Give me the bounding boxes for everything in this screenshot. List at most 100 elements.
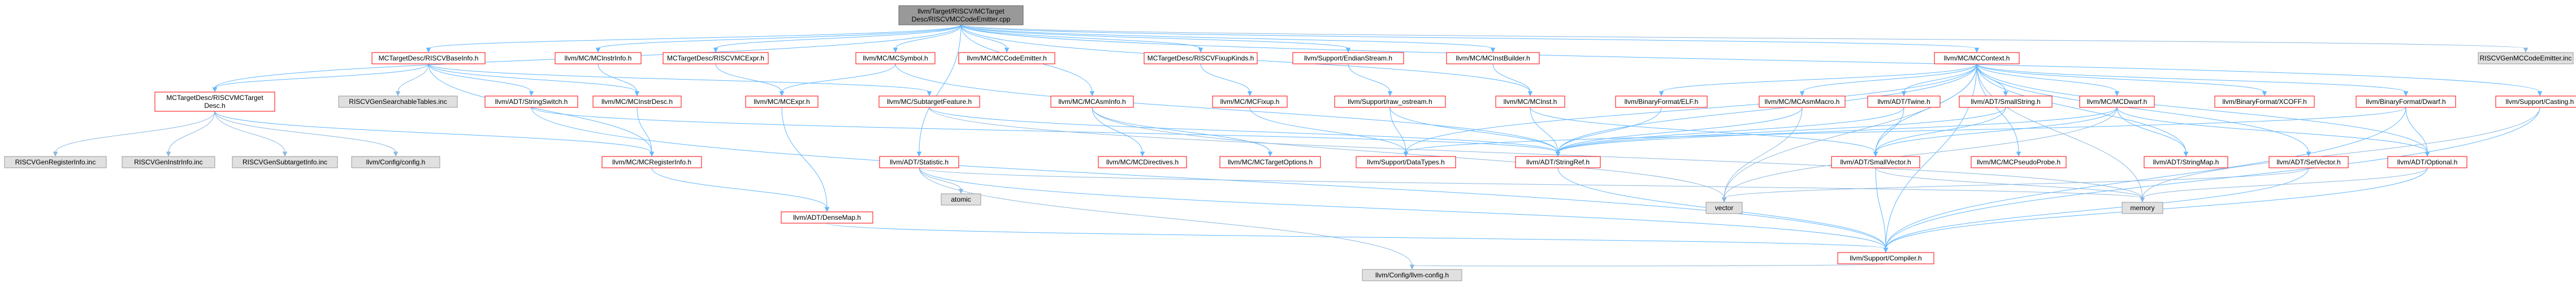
node-casting[interactable]: llvm/Support/Casting.h bbox=[2495, 95, 2576, 108]
node-label: llvm/BinaryFormat/XCOFF.h bbox=[2222, 98, 2306, 106]
node-memory: memory bbox=[2122, 202, 2163, 214]
edge-mctargetdesc-to-mcregisterinfo bbox=[214, 111, 655, 157]
node-box bbox=[555, 52, 642, 64]
edge-line bbox=[919, 167, 962, 190]
edge-arrowhead bbox=[1527, 91, 1533, 97]
edge-arrowhead bbox=[426, 47, 431, 53]
edge-mctargetdesc-to-geninstr bbox=[166, 111, 215, 157]
node-twine[interactable]: llvm/ADT/Twine.h bbox=[1867, 95, 1941, 108]
edge-line bbox=[1885, 167, 2309, 249]
node-smallstring[interactable]: llvm/ADT/SmallString.h bbox=[1959, 95, 2053, 108]
edge-line bbox=[2116, 107, 2187, 153]
node-label: RISCVGenSubtargetInfo.inc bbox=[243, 158, 327, 166]
node-mctargetoptions[interactable]: llvm/MC/MCTargetOptions.h bbox=[1219, 156, 1321, 168]
node-box bbox=[154, 92, 275, 112]
node-datatypes[interactable]: llvm/Support/DataTypes.h bbox=[1356, 156, 1456, 168]
node-gensubtarget: RISCVGenSubtargetInfo.inc bbox=[232, 156, 338, 168]
node-box bbox=[1515, 156, 1601, 168]
node-mcregisterinfo[interactable]: llvm/MC/MCRegisterInfo.h bbox=[601, 156, 702, 168]
node-binxcoff[interactable]: llvm/BinaryFormat/XCOFF.h bbox=[2214, 95, 2315, 108]
edge-line bbox=[919, 167, 1413, 266]
node-stringswitch[interactable]: llvm/ADT/StringSwitch.h bbox=[484, 95, 578, 108]
node-stringmap[interactable]: llvm/ADT/StringMap.h bbox=[2144, 156, 2228, 168]
edge-line bbox=[428, 63, 930, 93]
edge-line bbox=[1200, 63, 1250, 93]
node-mcsymbol[interactable]: llvm/MC/MCSymbol.h bbox=[855, 52, 936, 64]
node-box bbox=[781, 211, 873, 224]
node-box bbox=[745, 95, 819, 108]
edge-line bbox=[214, 111, 285, 153]
node-rawostream[interactable]: llvm/Support/raw_ostream.h bbox=[1334, 95, 1446, 108]
node-label: llvm/MC/MCPseudoProbe.h bbox=[1977, 158, 2060, 166]
node-optional[interactable]: llvm/ADT/Optional.h bbox=[2387, 156, 2467, 168]
node-pseudoprobe[interactable]: llvm/MC/MCPseudoProbe.h bbox=[1971, 156, 2067, 168]
edge-line bbox=[1557, 107, 2006, 153]
node-box bbox=[1144, 52, 1258, 64]
node-box bbox=[1292, 52, 1404, 64]
edge-mctargetdesc-to-gensubtarget bbox=[214, 111, 288, 157]
edge-arrowhead bbox=[166, 151, 171, 157]
edge-line bbox=[2116, 107, 2428, 153]
node-binelf[interactable]: llvm/BinaryFormat/ELF.h bbox=[1615, 95, 1708, 108]
node-label: llvm/ADT/Statistic.h bbox=[890, 158, 949, 166]
node-mcdirectives[interactable]: llvm/MC/MCDirectives.h bbox=[1098, 156, 1187, 168]
edge-arrowhead bbox=[1140, 151, 1145, 157]
node-root: llvm/Target/RISCV/MCTargetDesc/RISCVMCCo… bbox=[898, 5, 1024, 25]
node-setvector[interactable]: llvm/ADT/SetVector.h bbox=[2268, 156, 2349, 168]
node-box bbox=[2478, 52, 2574, 64]
edge-root-to-mcsymbol bbox=[893, 24, 962, 53]
edge-line bbox=[1724, 167, 2309, 199]
edge-statistic-to-memory bbox=[919, 167, 2145, 203]
edge-arrowhead bbox=[53, 151, 58, 157]
node-box bbox=[1334, 95, 1446, 108]
node-label: RISCVGenMCCodeEmitter.inc bbox=[2480, 54, 2572, 62]
edge-line bbox=[1492, 63, 1531, 93]
edge-arrowhead bbox=[1555, 151, 1561, 157]
node-label: llvm/MC/MCRegisterInfo.h bbox=[612, 158, 691, 166]
edge-root-to-statistic bbox=[916, 24, 962, 157]
node-mcinstbuilder[interactable]: llvm/MC/MCInstBuilder.h bbox=[1446, 52, 1540, 64]
edge-arrowhead bbox=[893, 47, 898, 53]
node-compiler[interactable]: llvm/Support/Compiler.h bbox=[1837, 252, 1934, 264]
node-mcexprh[interactable]: MCTargetDesc/RISCVMCExpr.h bbox=[663, 52, 769, 64]
node-label: llvm/MC/MCFixup.h bbox=[1220, 98, 1280, 106]
node-mcasminfo[interactable]: llvm/MC/MCAsmInfo.h bbox=[1050, 95, 1134, 108]
node-smallvector[interactable]: llvm/ADT/SmallVector.h bbox=[1831, 156, 1920, 168]
node-mcdwarf[interactable]: llvm/MC/MCDwarf.h bbox=[2079, 95, 2155, 108]
node-mcfixup[interactable]: llvm/MC/MCFixup.h bbox=[1212, 95, 1288, 108]
node-mcinst[interactable]: llvm/MC/MCInst.h bbox=[1495, 95, 1565, 108]
node-label: llvm/MC/MCDwarf.h bbox=[2087, 98, 2148, 106]
node-label: llvm/ADT/SmallVector.h bbox=[1840, 158, 1911, 166]
node-box bbox=[855, 52, 936, 64]
node-baseinfo[interactable]: MCTargetDesc/RISCVBaseInfo.h bbox=[371, 52, 486, 64]
node-densemap[interactable]: llvm/ADT/DenseMap.h bbox=[781, 211, 873, 224]
node-endianstream[interactable]: llvm/Support/EndianStream.h bbox=[1292, 52, 1404, 64]
node-gensearchable: RISCVGenSearchableTables.inc bbox=[338, 95, 458, 108]
node-mcinstrdesc[interactable]: llvm/MC/MCInstrDesc.h bbox=[592, 95, 682, 108]
edge-line bbox=[428, 63, 652, 153]
node-stringref[interactable]: llvm/ADT/StringRef.h bbox=[1515, 156, 1601, 168]
node-mcexpr[interactable]: llvm/MC/MCExpr.h bbox=[745, 95, 819, 108]
edge-arrowhead bbox=[1403, 151, 1409, 157]
edge-line bbox=[1389, 107, 1406, 153]
edge-arrowhead bbox=[1089, 91, 1095, 97]
node-statistic[interactable]: llvm/ADT/Statistic.h bbox=[879, 156, 959, 168]
node-subtargetfeature[interactable]: llvm/MC/SubtargetFeature.h bbox=[878, 95, 980, 108]
node-mccodeemitter[interactable]: llvm/MC/MCCodeEmitter.h bbox=[958, 52, 1055, 64]
node-label: RISCVGenRegisterInfo.inc bbox=[15, 158, 96, 166]
node-label: llvm/MC/MCExpr.h bbox=[754, 98, 809, 106]
edge-line bbox=[781, 63, 896, 93]
node-mcinstrinfo[interactable]: llvm/MC/MCInstrInfo.h bbox=[555, 52, 642, 64]
node-mccontext[interactable]: llvm/MC/MCContext.h bbox=[1934, 52, 2020, 64]
node-mcasmmacro[interactable]: llvm/MC/MCAsmMacro.h bbox=[1759, 95, 1846, 108]
node-fixupkinds[interactable]: MCTargetDesc/RISCVFixupKinds.h bbox=[1144, 52, 1258, 64]
node-box bbox=[1705, 202, 1743, 214]
node-bindwarf[interactable]: llvm/BinaryFormat/Dwarf.h bbox=[2356, 95, 2456, 108]
node-box bbox=[2214, 95, 2315, 108]
edge-mccontext-to-memory bbox=[1976, 63, 2145, 203]
node-label: llvm/MC/MCAsmInfo.h bbox=[1058, 98, 1125, 106]
node-box bbox=[663, 52, 769, 64]
node-box bbox=[1837, 252, 1934, 264]
edge-arrowhead bbox=[1198, 47, 1203, 53]
